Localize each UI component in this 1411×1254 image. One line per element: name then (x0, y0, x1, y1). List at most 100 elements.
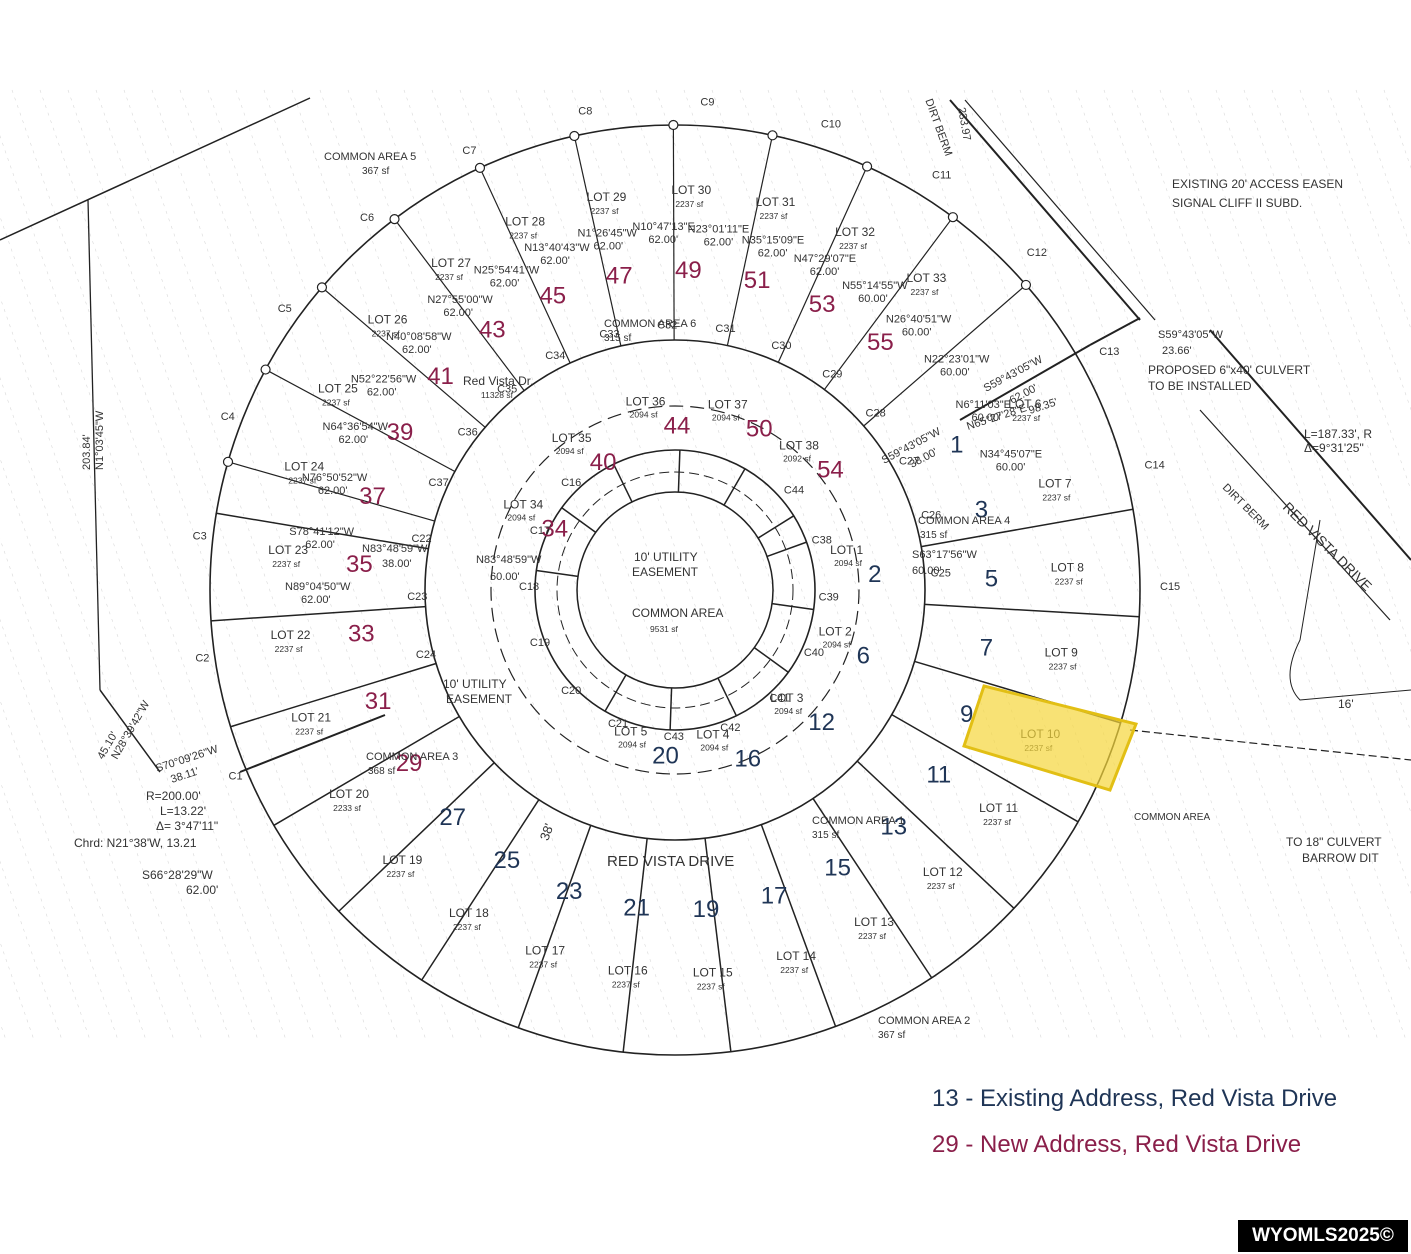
curve-label: C27 (899, 456, 919, 468)
existing-address-number: 7 (980, 634, 993, 661)
new-address-number: 54 (817, 457, 844, 484)
curve-label: C6 (360, 212, 374, 224)
curve-label: C19 (530, 637, 550, 649)
inner-lot-sf: 2094 sf (700, 742, 729, 752)
hatch-line (0, 618, 147, 1041)
new-address-number: 47 (606, 263, 633, 290)
road-centerline (490, 405, 860, 775)
radial-bearing: N34°45'07"E (980, 448, 1042, 460)
curve-right-2: Δ=9°31'25" (1304, 441, 1364, 455)
curve-label: C42 (720, 722, 740, 734)
survey-monument (474, 162, 486, 173)
existing-address-number: 19 (693, 896, 720, 923)
mls-watermark: WYOMLS2025© (1238, 1220, 1408, 1252)
common-area-4-sf: 315 sf (920, 530, 947, 541)
radial-distance: 62.00' (339, 434, 369, 446)
outer-lot-sf: 2237 sf (591, 206, 620, 216)
outer-lot-divider (210, 605, 426, 622)
hatch-line (0, 296, 259, 1041)
outer-lot-label: LOT 31 (755, 195, 795, 209)
existing-address-number: 9 (960, 701, 973, 728)
curve-label: C17 (530, 525, 550, 537)
survey-monument (222, 456, 234, 467)
curve-label: C41 (769, 692, 789, 704)
curve-label: C29 (822, 369, 842, 381)
access-easement-note-2: SIGNAL CLIFF II SUBD. (1172, 196, 1302, 210)
bearing-s59a-d: 23.66' (1162, 345, 1192, 357)
curve-label: C33 (599, 328, 619, 340)
curve-data-3: Δ= 3°47'11" (156, 819, 218, 833)
outer-lot-label: LOT 29 (587, 190, 627, 204)
radial-bearing: N23°01'11"E (688, 224, 750, 236)
road-width-label: 38' (537, 821, 557, 842)
curve-label: C22 (411, 533, 431, 545)
culvert-note-1: PROPOSED 6"x40' CULVERT (1148, 363, 1311, 377)
outer-lot-divider (726, 135, 774, 346)
radial-bearing: N47°29'07"E (794, 253, 856, 265)
existing-address-number: 11 (926, 762, 951, 789)
outer-lot-sf: 2237 sf (839, 241, 868, 251)
access-road-edge-1 (1209, 329, 1411, 561)
bearing-s66: S66°28'29"W (142, 868, 213, 882)
existing-address-number: 17 (761, 882, 788, 909)
radial-distance: 60.00' (972, 412, 1002, 424)
outer-lot-divider (479, 167, 571, 364)
radial-distance: 60.00' (902, 326, 932, 338)
curve-label: C26 (921, 510, 941, 522)
inner-lot-sf: 2094 sf (834, 558, 863, 568)
curve-label: C16 (561, 477, 581, 489)
new-address-number: 29 (396, 750, 423, 777)
bearing-s66-d: 62.00' (186, 883, 218, 897)
access-road-edge-2 (1199, 409, 1391, 621)
survey-monument (260, 364, 271, 375)
hatch-line (0, 215, 287, 1041)
outer-lot-sf: 2237 sf (275, 644, 304, 654)
drain-line (1129, 729, 1411, 761)
hatch-line (1187, 89, 1411, 733)
inner-lot-label: LOT 38 (779, 439, 819, 453)
outer-lot-label: LOT 11 (979, 801, 1018, 815)
common-area-ring (576, 491, 774, 689)
bearing-n1-d: 203.84' (81, 434, 93, 470)
outer-lot-sf: 2237 sf (1055, 577, 1084, 587)
outer-lot-label: LOT 16 (608, 964, 648, 978)
hatch-line (0, 779, 91, 1041)
radial-bearing: N40°08'58"W (386, 331, 452, 343)
curve-label: C38 (812, 535, 832, 547)
outer-lot-divider (265, 369, 456, 473)
curve-label: C21 (608, 718, 628, 730)
curve-label: C2 (195, 653, 209, 665)
radial-bearing: N1°26'45"W (578, 227, 638, 239)
outer-lot-sf: 2237 sf (272, 559, 301, 569)
curve-label: C39 (819, 591, 839, 603)
curve-label: C18 (519, 581, 539, 593)
new-address-number: 34 (541, 515, 568, 542)
hatch-line (963, 89, 1295, 1041)
radial-distance: 62.00' (540, 255, 570, 267)
curve-label: C7 (462, 145, 476, 157)
outer-lot-divider (517, 825, 592, 1029)
curve-label: C10 (821, 118, 841, 130)
radial-bearing: S78°41'12"W (289, 526, 354, 538)
outer-lot-divider (394, 218, 525, 391)
outer-lot-sf: 2237 sf (1012, 413, 1041, 423)
radial-distance: 62.00' (367, 386, 397, 398)
new-address-number: 45 (539, 283, 566, 310)
outer-lot-label: LOT 15 (693, 966, 733, 980)
inner-lot-divider (669, 687, 673, 730)
new-address-number: 33 (348, 620, 375, 647)
curve-label: C20 (561, 685, 581, 697)
hatch-line (179, 89, 511, 1041)
curve-label: C15 (1160, 581, 1180, 593)
hatch-line (1383, 89, 1411, 169)
outer-lot-label: LOT 7 (1038, 477, 1071, 491)
outer-lot-sf: 2237 sf (675, 199, 704, 209)
bearing-s63: S63°17'56"W (912, 549, 977, 561)
outer-lot-sf: 2237 sf (910, 287, 939, 297)
sw-boundary-line (99, 689, 161, 773)
survey-monument (389, 214, 400, 225)
road-label: RED VISTA DRIVE (607, 853, 734, 870)
curve-label: C14 (1145, 460, 1165, 472)
inner-lot-label: LOT 1 (830, 543, 863, 557)
